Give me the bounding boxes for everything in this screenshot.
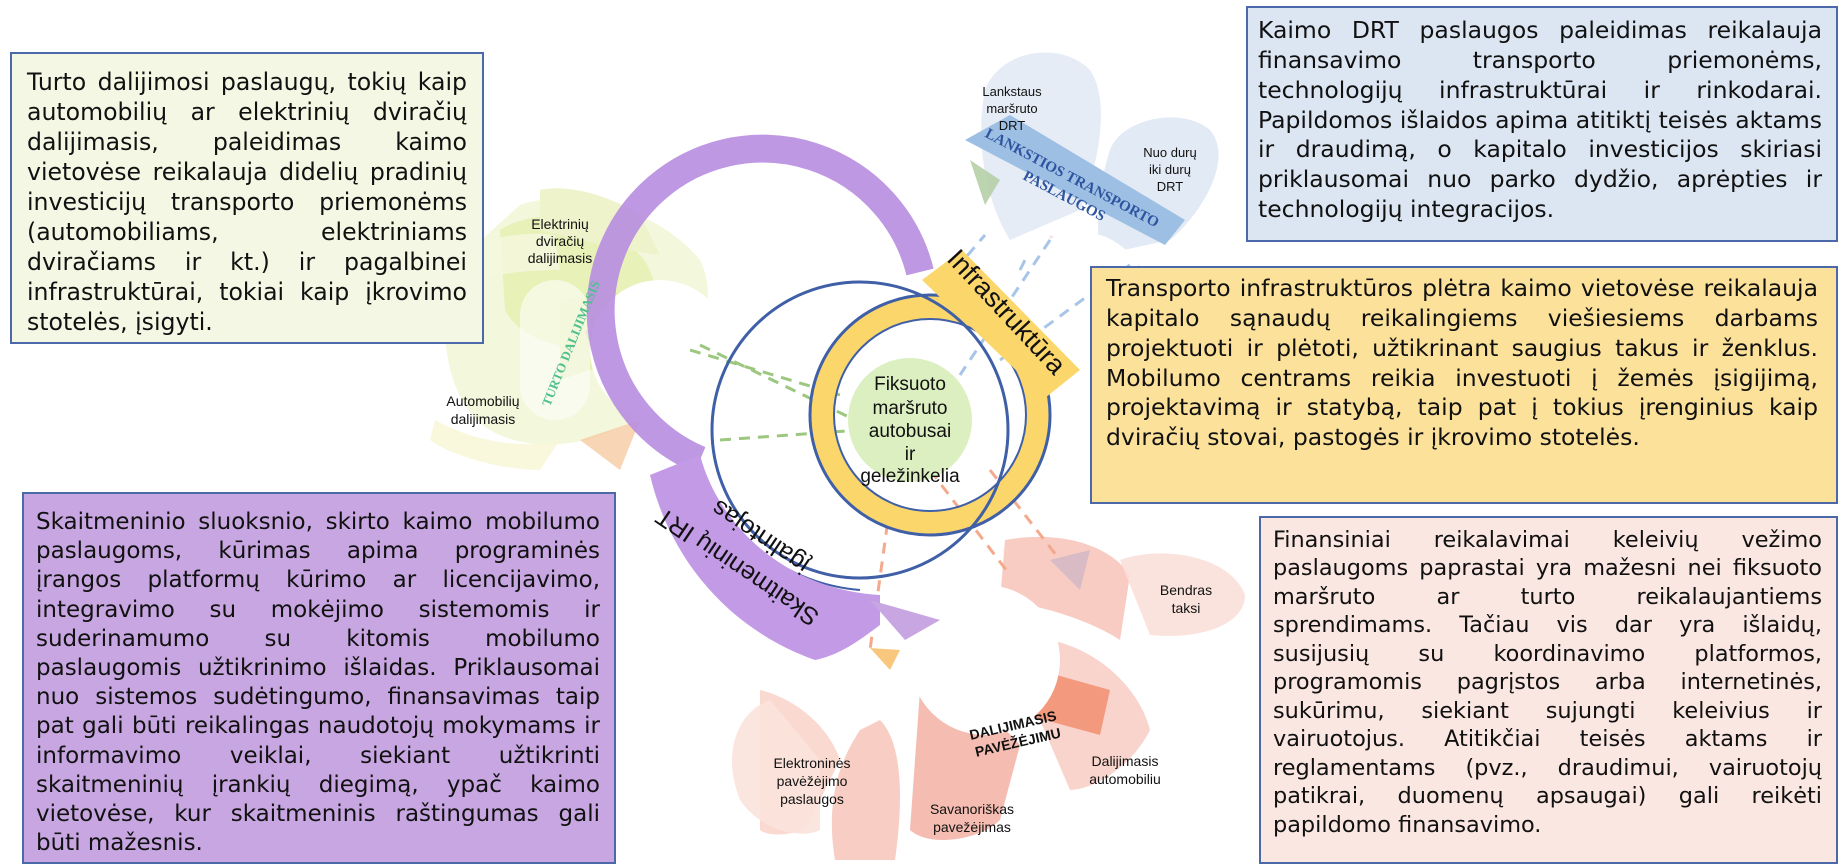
center-line-3: autobusai xyxy=(869,421,951,442)
infrastructure-text-box: Transporto infrastruktūros plėtra kaimo … xyxy=(1090,266,1838,504)
ridesharing-text-box: Finansiniai reikalavimai keleivių vežimo… xyxy=(1259,516,1838,864)
svg-text:iki durų: iki durų xyxy=(1149,162,1191,177)
asset-sharing-text-box: Turto dalijimosi paslaugų, tokių kaip au… xyxy=(10,52,484,344)
svg-text:dviračių: dviračių xyxy=(536,233,584,249)
svg-text:dalijimasis: dalijimasis xyxy=(528,250,593,266)
asset-item-car: Automobilių dalijimasis xyxy=(446,393,519,427)
svg-text:pavežėjimas: pavežėjimas xyxy=(933,819,1011,835)
svg-text:DRT: DRT xyxy=(999,118,1026,133)
flex-item-door-drt: Nuo durų iki durų DRT xyxy=(1143,145,1196,194)
rings xyxy=(586,134,1052,622)
asset-item-ebike: Elektrinių dviračių dalijimasis xyxy=(528,216,593,266)
svg-text:Bendras: Bendras xyxy=(1160,582,1212,598)
svg-text:Automobilių: Automobilių xyxy=(446,393,519,409)
center-line-4: ir xyxy=(905,444,916,465)
ride-item-car-sharing: Dalijimasis automobiliu xyxy=(1089,753,1161,787)
ride-item-volunteer: Savanoriškas pavežėjimas xyxy=(930,801,1014,835)
svg-text:Elektrinių: Elektrinių xyxy=(531,216,589,232)
center-line-5: geležinkelia xyxy=(860,466,960,487)
ride-item-shared-taxi: Bendras taksi xyxy=(1160,582,1212,616)
svg-text:taksi: taksi xyxy=(1172,600,1201,616)
svg-text:Dalijimasis: Dalijimasis xyxy=(1092,753,1159,769)
drt-text-box: Kaimo DRT paslaugos paleidimas reikalauj… xyxy=(1246,6,1838,242)
svg-text:Elektroninės: Elektroninės xyxy=(773,755,850,771)
svg-text:dalijimasis: dalijimasis xyxy=(451,411,516,427)
ridesharing-cluster xyxy=(731,536,1245,860)
flex-item-route-drt: Lankstaus maršruto DRT xyxy=(982,84,1042,133)
svg-text:automobiliu: automobiliu xyxy=(1089,771,1161,787)
svg-text:paslaugos: paslaugos xyxy=(780,791,844,807)
svg-text:pavėžėjimo: pavėžėjimo xyxy=(777,773,848,789)
svg-text:DRT: DRT xyxy=(1157,179,1184,194)
center-line-1: Fiksuoto xyxy=(874,374,946,395)
svg-text:Savanoriškas: Savanoriškas xyxy=(930,801,1014,817)
svg-text:maršruto: maršruto xyxy=(986,101,1037,116)
svg-text:Nuo durų: Nuo durų xyxy=(1143,145,1196,160)
digital-text-box: Skaitmeninio sluoksnio, skirto kaimo mob… xyxy=(22,492,616,864)
center-line-2: maršruto xyxy=(873,398,948,419)
center-node: Fiksuoto maršruto autobusai ir geležinke… xyxy=(848,358,972,487)
svg-text:Lankstaus: Lankstaus xyxy=(982,84,1042,99)
ride-item-e-hailing: Elektroninės pavėžėjimo paslaugos xyxy=(773,755,850,807)
dashed-connectors xyxy=(689,234,1131,651)
